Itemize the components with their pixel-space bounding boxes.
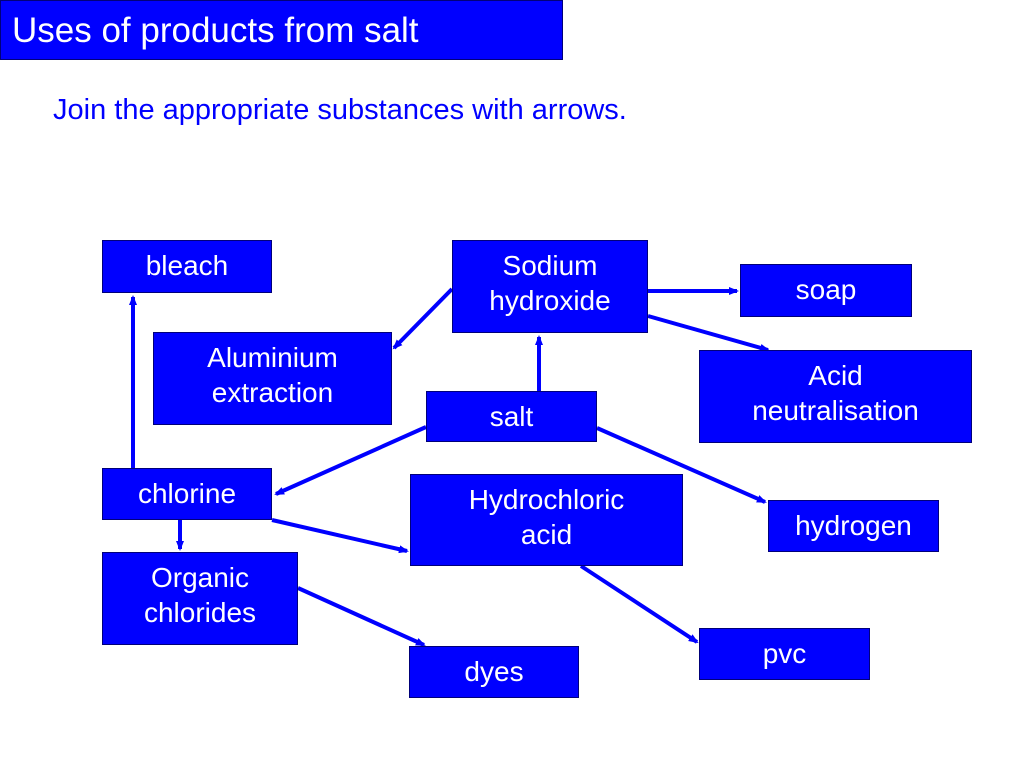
arrow-sodium-hydroxide-to-aluminium-extraction — [392, 287, 454, 350]
arrow-hydrochloric-acid-to-pvc — [579, 564, 699, 644]
arrow-organic-chlorides-to-dyes — [297, 586, 426, 647]
arrow-sodium-hydroxide-to-acid-neutralisation — [647, 314, 770, 352]
node-sodium-hydroxide: Sodium hydroxide — [452, 240, 648, 333]
node-salt: salt — [426, 391, 597, 442]
node-pvc: pvc — [699, 628, 870, 680]
slide-title: Uses of products from salt — [0, 0, 563, 60]
instruction-text: Join the appropriate substances with arr… — [53, 94, 627, 126]
node-soap: soap — [740, 264, 912, 317]
node-organic-chlorides: Organic chlorides — [102, 552, 298, 645]
node-acid-neutralisation: Acid neutralisation — [699, 350, 972, 443]
node-hydrochloric-acid: Hydrochloric acid — [410, 474, 683, 566]
arrow-salt-to-hydrogen — [596, 426, 767, 504]
node-aluminium-extraction: Aluminium extraction — [153, 332, 392, 425]
arrow-salt-to-chlorine — [274, 425, 427, 496]
node-chlorine: chlorine — [102, 468, 272, 520]
node-dyes: dyes — [409, 646, 579, 698]
node-hydrogen: hydrogen — [768, 500, 939, 552]
arrow-chlorine-to-hydrochloric-acid — [271, 518, 409, 554]
node-bleach: bleach — [102, 240, 272, 293]
